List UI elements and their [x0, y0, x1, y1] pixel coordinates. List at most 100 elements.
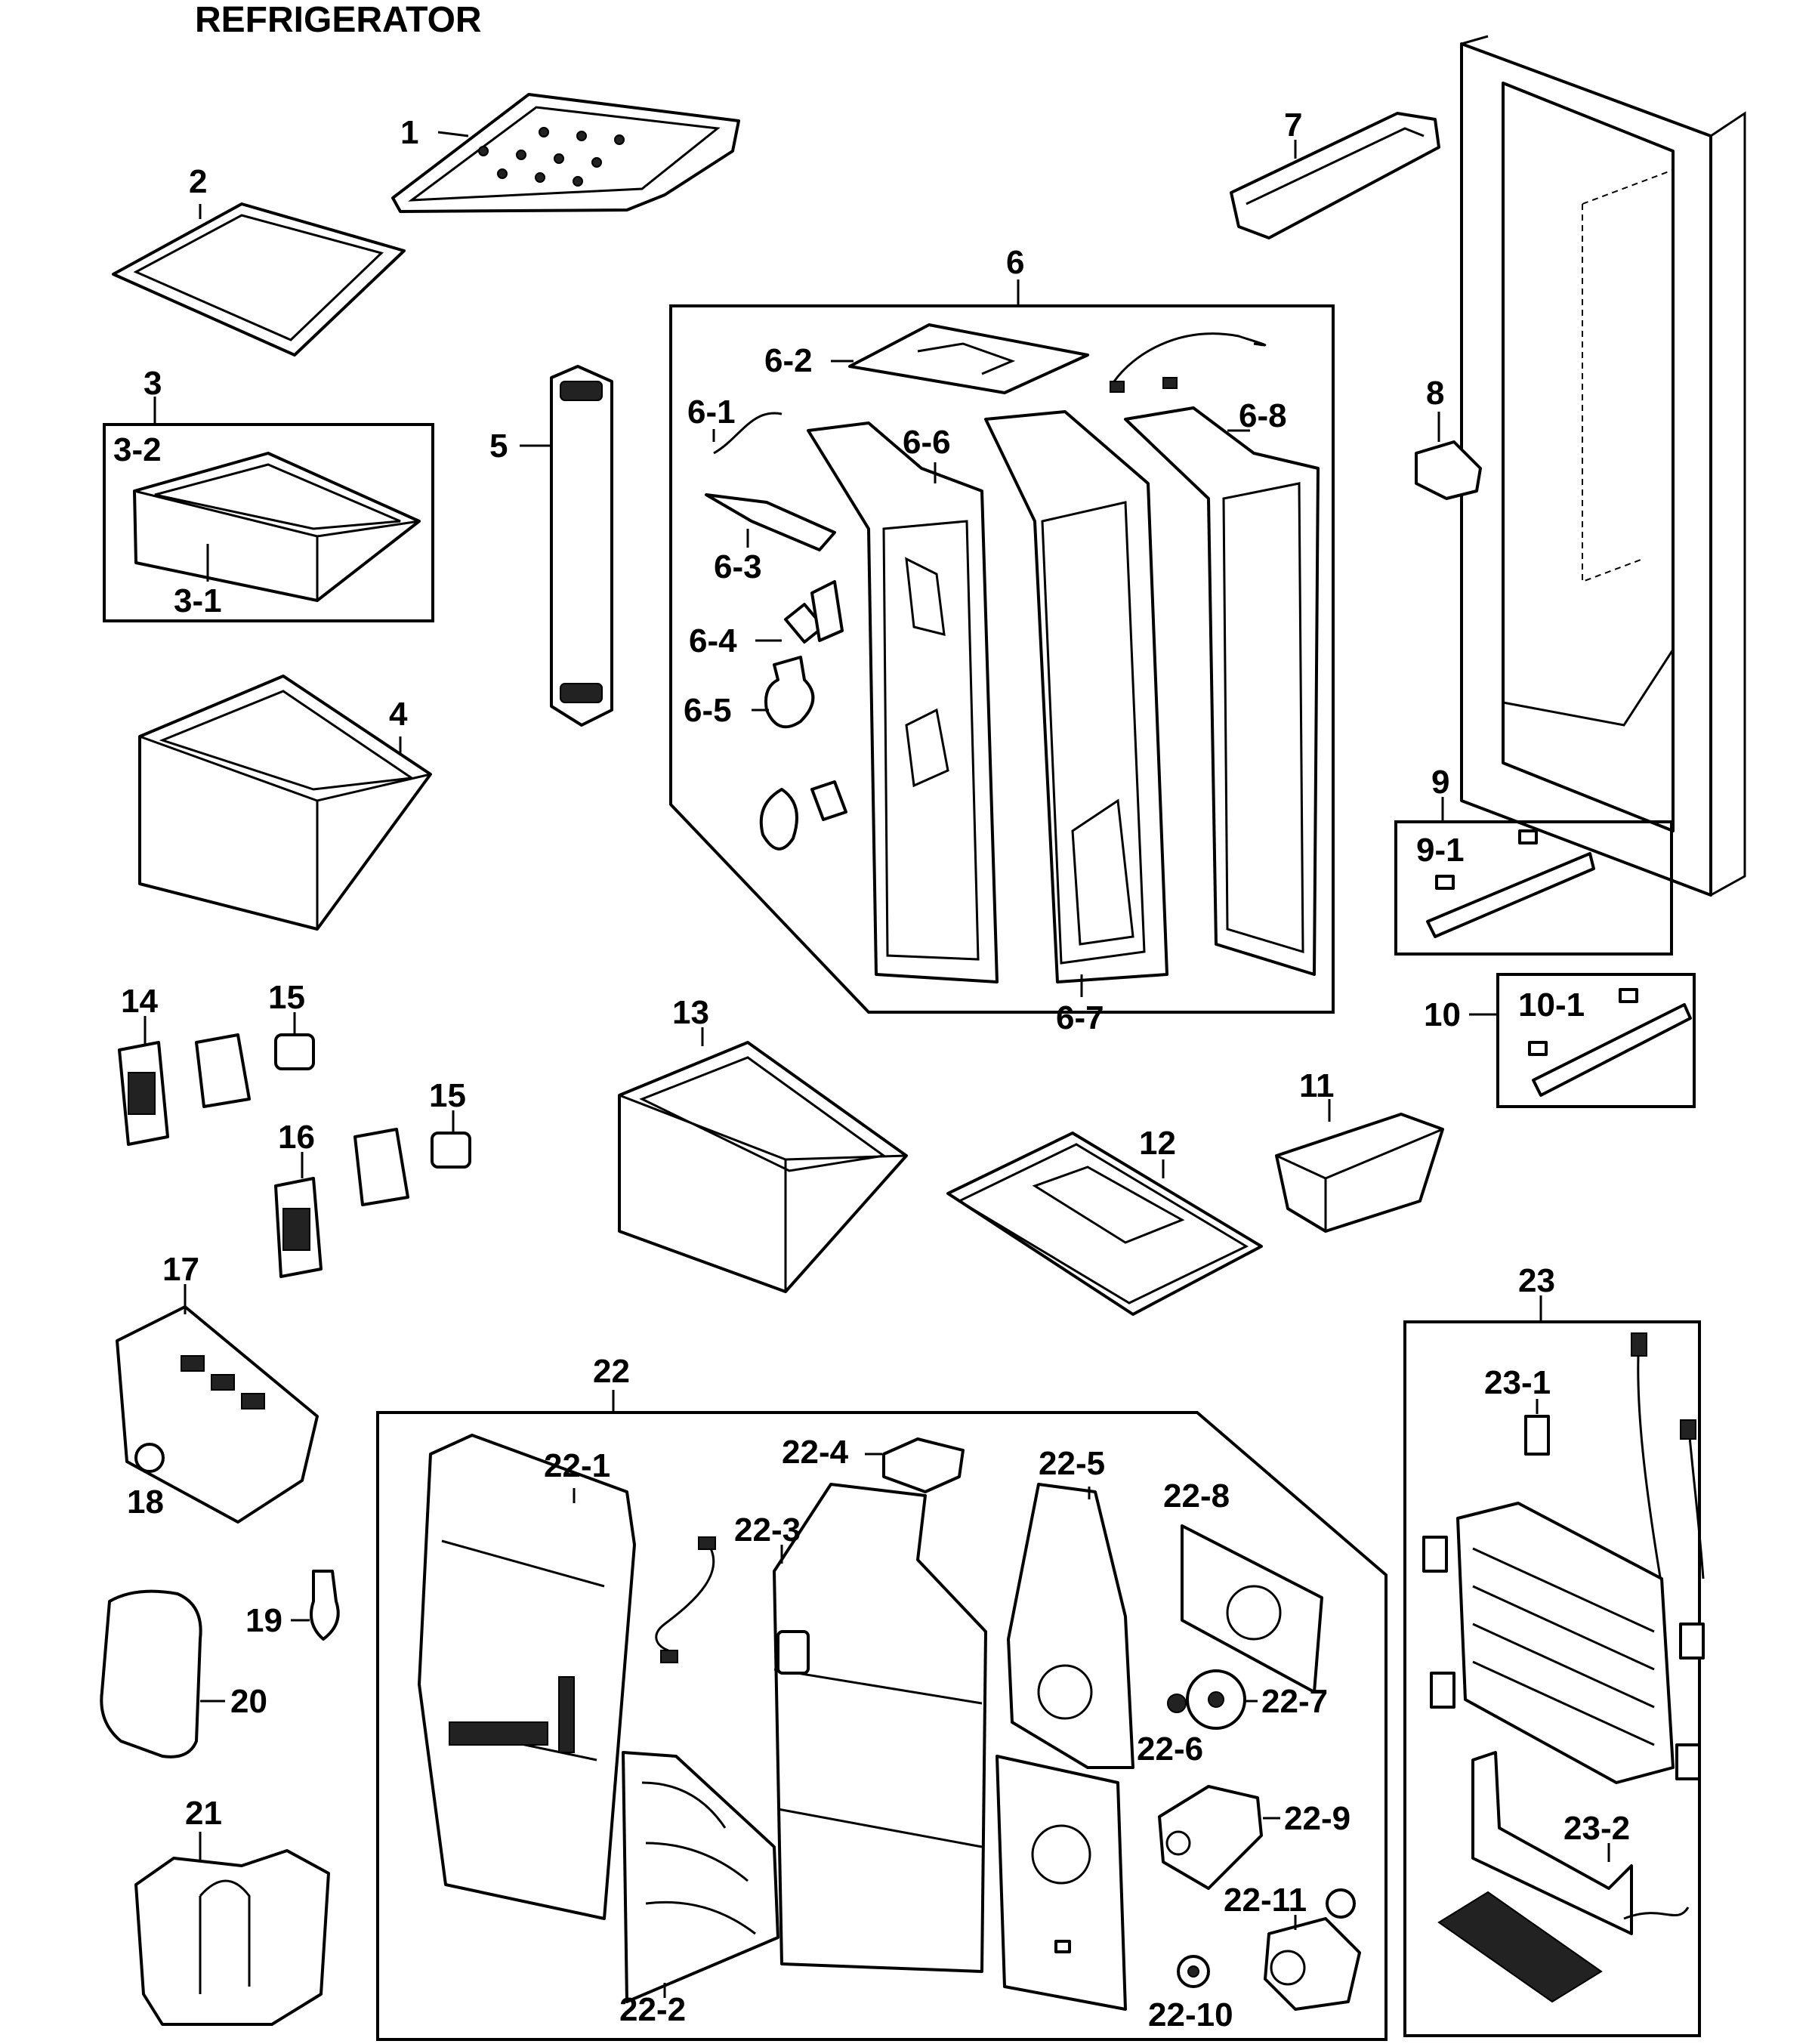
- label-6-7: 6-7: [1056, 999, 1104, 1036]
- label-1: 1: [400, 114, 418, 151]
- label-13: 13: [672, 994, 709, 1031]
- part-6-7-duct[interactable]: 6-7: [984, 410, 1168, 1036]
- part-filter-bag-b[interactable]: [353, 1128, 409, 1206]
- label-22-1: 22-1: [544, 1447, 610, 1484]
- label-22-3: 22-3: [734, 1511, 801, 1548]
- label-6-6: 6-6: [903, 424, 951, 461]
- group-box-10: [1496, 973, 1696, 1108]
- label-22-9: 22-9: [1284, 1800, 1351, 1837]
- cabinet-outline: [1460, 35, 1746, 897]
- label-22-10: 22-10: [1148, 1996, 1233, 2033]
- part-23-evaporator[interactable]: [1422, 1502, 1705, 1784]
- part-6-2-seal[interactable]: 6-2: [764, 323, 1089, 394]
- part-15-cap-a[interactable]: 15: [268, 979, 315, 1070]
- part-22-7-fan[interactable]: 22-7: [1186, 1669, 1328, 1730]
- label-9: 9: [1431, 764, 1449, 801]
- diagram-title: REFRIGERATOR: [195, 0, 482, 40]
- part-8-clip[interactable]: 8: [1415, 375, 1482, 500]
- part-21-duct-assembly[interactable]: 21: [134, 1795, 330, 2026]
- label-15-a: 15: [268, 979, 305, 1016]
- part-14-filter-cartridge[interactable]: 14: [118, 983, 169, 1146]
- part-22-6-rubber[interactable]: 22-6: [1137, 1694, 1203, 1768]
- label-6-3: 6-3: [714, 548, 762, 585]
- part-22-3-case-ice-maker[interactable]: 22-3: [734, 1483, 987, 1973]
- part-6-1-wire[interactable]: 6-1: [687, 394, 783, 455]
- label-16: 16: [278, 1119, 315, 1156]
- label-23-1: 23-1: [1484, 1364, 1551, 1401]
- label-6-2: 6-2: [764, 342, 813, 379]
- label-7: 7: [1284, 107, 1302, 144]
- label-8: 8: [1426, 375, 1444, 412]
- part-4-drawer[interactable]: 4: [138, 675, 432, 931]
- part-3-drawer[interactable]: [133, 452, 421, 602]
- label-5: 5: [489, 428, 508, 465]
- group-box-23: [1403, 1320, 1701, 2037]
- part-22-11-motor[interactable]: 22-11: [1224, 1882, 1361, 2011]
- label-4: 4: [389, 696, 408, 733]
- part-22-harness[interactable]: [655, 1536, 716, 1663]
- label-23-2: 23-2: [1564, 1810, 1630, 1847]
- group-box-6: [669, 304, 1335, 1014]
- part-9-1-rail[interactable]: [1426, 829, 1595, 938]
- group-box-3: [103, 423, 434, 622]
- part-2-glass-shelf[interactable]: 2: [112, 163, 406, 357]
- group-box-9: [1394, 820, 1673, 956]
- part-6-harness[interactable]: [1110, 332, 1267, 393]
- part-22-5-cover-fan[interactable]: 22-5: [1007, 1445, 1134, 1769]
- part-12-cover-tray[interactable]: 12: [946, 1125, 1263, 1316]
- label-3-2: 3-2: [113, 431, 162, 468]
- label-20: 20: [230, 1683, 267, 1720]
- label-22-2: 22-2: [619, 1991, 686, 2028]
- part-17-cover-switch[interactable]: 17: [116, 1251, 319, 1524]
- part-20-case[interactable]: 20: [100, 1589, 267, 1758]
- label-22-5: 22-5: [1039, 1445, 1105, 1482]
- part-22-9-motor[interactable]: 22-9: [1158, 1785, 1351, 1890]
- label-6: 6: [1006, 244, 1024, 281]
- label-22-7: 22-7: [1261, 1683, 1328, 1720]
- part-18-knob[interactable]: 18: [127, 1443, 165, 1521]
- part-23-wires[interactable]: [1631, 1332, 1705, 1587]
- part-22-1-cover-evaporator[interactable]: 22-1: [418, 1434, 636, 1920]
- part-22-back-plate[interactable]: [996, 1755, 1127, 2011]
- label-22-8: 22-8: [1163, 1477, 1230, 1514]
- part-22-4-holder[interactable]: 22-4: [782, 1434, 965, 1493]
- label-2: 2: [189, 163, 207, 200]
- part-16-filter-cartridge[interactable]: 16: [274, 1119, 323, 1278]
- part-22-2-evaporator-panel[interactable]: 22-2: [619, 1751, 779, 2028]
- part-23-2-heater[interactable]: 23-2: [1437, 1751, 1690, 2003]
- label-3-1: 3-1: [174, 582, 222, 619]
- label-6-5: 6-5: [684, 692, 732, 729]
- part-22-10-gear[interactable]: 22-10: [1148, 1955, 1233, 2033]
- label-10-1: 10-1: [1518, 986, 1585, 1024]
- part-6-4-socket[interactable]: 6-4: [689, 580, 844, 659]
- label-21: 21: [185, 1795, 222, 1832]
- label-14: 14: [121, 983, 158, 1020]
- part-13-drawer[interactable]: 13: [618, 994, 908, 1293]
- part-5-cover-panel[interactable]: 5: [489, 365, 613, 727]
- label-15-b: 15: [429, 1077, 466, 1114]
- label-22-6: 22-6: [1137, 1731, 1203, 1768]
- part-6-5-bulb[interactable]: 6-5: [684, 656, 815, 729]
- label-11: 11: [1299, 1067, 1335, 1104]
- label-19: 19: [245, 1602, 282, 1639]
- part-6-8-duct[interactable]: 6-8: [1124, 397, 1320, 976]
- part-6-6-duct[interactable]: 6-6: [807, 421, 999, 983]
- part-6-3-bracket[interactable]: 6-3: [705, 493, 836, 585]
- label-6-8: 6-8: [1239, 397, 1287, 434]
- label-23: 23: [1518, 1262, 1555, 1299]
- part-22-8-plate[interactable]: 22-8: [1163, 1477, 1323, 1694]
- label-22-4: 22-4: [782, 1434, 849, 1471]
- part-filter-bag-a[interactable]: [195, 1033, 251, 1108]
- part-19-lamp[interactable]: 19: [245, 1570, 340, 1641]
- part-7-cover[interactable]: 7: [1230, 107, 1440, 239]
- part-10-1-rail[interactable]: [1528, 988, 1692, 1097]
- label-22-11: 22-11: [1224, 1882, 1307, 1919]
- part-6-bulb-lower[interactable]: [759, 780, 847, 851]
- part-15-cap-b[interactable]: 15: [429, 1077, 471, 1169]
- label-18: 18: [127, 1484, 164, 1521]
- part-1-shelf[interactable]: 1: [391, 93, 740, 213]
- part-11-bin[interactable]: 11: [1275, 1067, 1444, 1233]
- label-6-1: 6-1: [687, 394, 736, 431]
- part-23-1-sensor[interactable]: 23-1: [1484, 1364, 1551, 1456]
